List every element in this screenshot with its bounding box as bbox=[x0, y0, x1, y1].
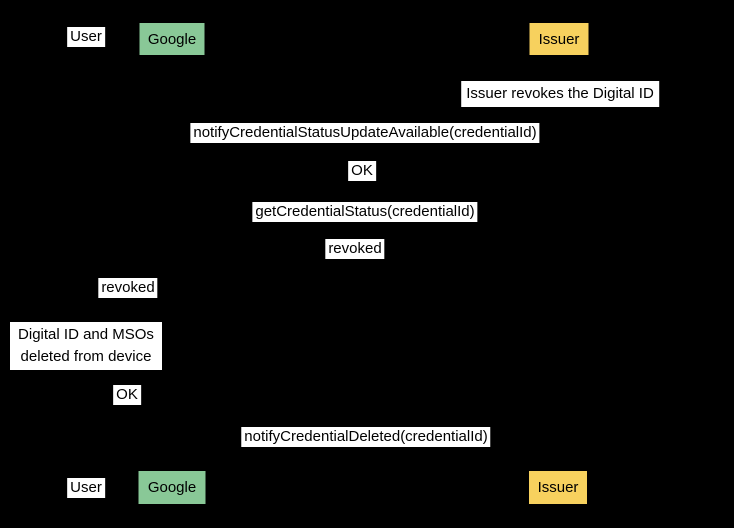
message-notify-credential-deleted: notifyCredentialDeleted(credentialId) bbox=[241, 427, 491, 447]
participant-issuer-bottom-box: Issuer bbox=[527, 469, 589, 506]
message-ok-deleted: OK bbox=[113, 385, 141, 405]
message-get-credential-status: getCredentialStatus(credentialId) bbox=[252, 202, 478, 222]
participant-google-bottom-box: Google bbox=[136, 469, 208, 506]
message-revoked-to-user: revoked bbox=[98, 278, 158, 298]
message-notify-status-update: notifyCredentialStatusUpdateAvailable(cr… bbox=[190, 123, 540, 143]
participant-user-top-label: User bbox=[67, 27, 105, 47]
participant-issuer-top-box: Issuer bbox=[527, 21, 591, 57]
participant-google-top-box: Google bbox=[137, 21, 207, 57]
message-ok-status-update: OK bbox=[348, 161, 376, 181]
note-issuer-revokes: Issuer revokes the Digital ID bbox=[461, 81, 659, 107]
participant-user-bottom-label: User bbox=[67, 478, 105, 498]
message-revoked-response: revoked bbox=[325, 239, 385, 259]
note-deleted-from-device: Digital ID and MSOs deleted from device bbox=[10, 322, 162, 370]
